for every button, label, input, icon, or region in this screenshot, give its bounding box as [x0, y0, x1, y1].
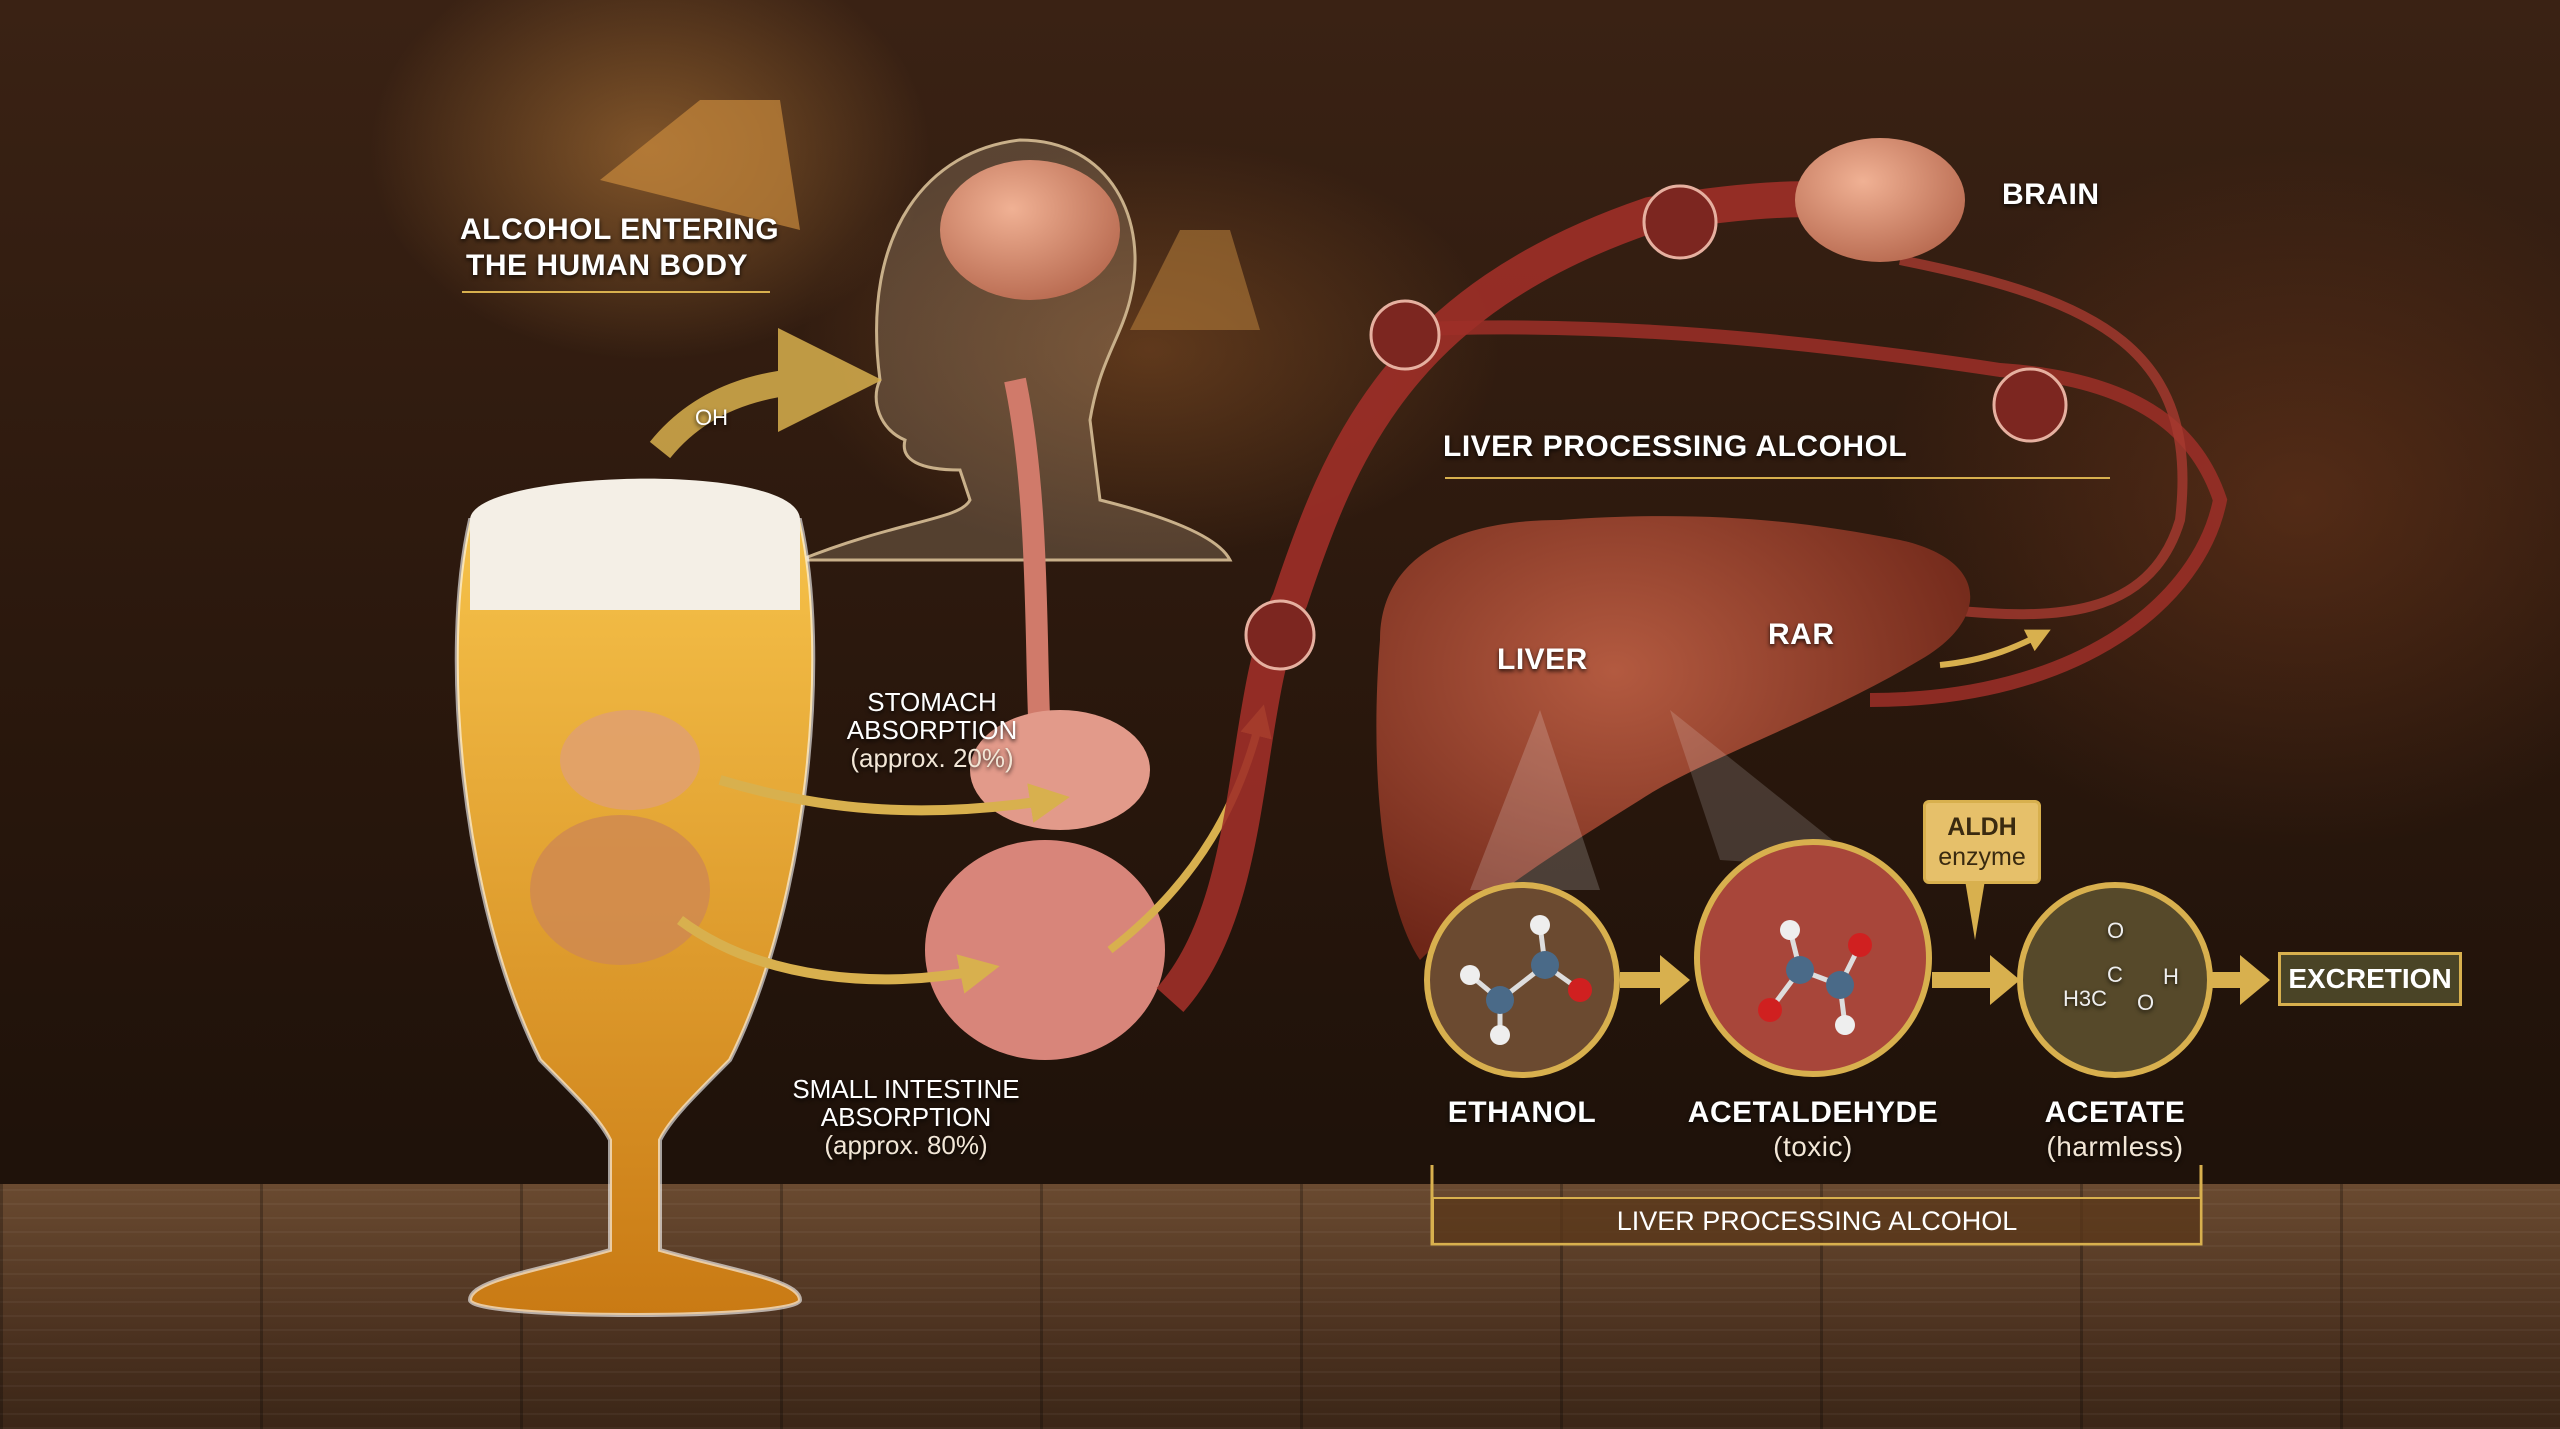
- stage-note: (harmless): [2046, 1131, 2184, 1162]
- arrow-to-mouth: [649, 328, 882, 459]
- arrow-acetaldehyde-to-acetate: [1932, 955, 2020, 1005]
- footer-label: LIVER PROCESSING ALCOHOL: [1432, 1197, 2202, 1245]
- arrow-ethanol-to-acetaldehyde: [1620, 955, 1690, 1005]
- arrow-to-stomach: [718, 775, 1070, 823]
- aldh-line2: enzyme: [1938, 843, 2026, 871]
- lamp-shade: [600, 100, 800, 230]
- liver-organ: [1376, 516, 1971, 960]
- formula-oh-h: H: [2163, 964, 2179, 989]
- vessel-node: [1642, 184, 1718, 260]
- blood-vessel: [1899, 255, 2188, 620]
- stage-acetate: ACETATE (harmless): [2045, 1096, 2186, 1164]
- brain: [1795, 138, 1965, 262]
- zoom-cone: [1470, 710, 1600, 890]
- stage-name: ACETALDEHYDE: [1687, 1096, 1939, 1129]
- aldh-line1: ALDH: [1947, 813, 2017, 841]
- entering-line2: THE HUMAN BODY: [466, 249, 748, 282]
- excretion-box: EXCRETION: [2278, 952, 2462, 1006]
- stage-name: ACETATE: [2044, 1096, 2186, 1129]
- lamp-shade: [1130, 230, 1260, 330]
- throat-esophagus: [1004, 377, 1051, 741]
- formula-c: C: [2107, 962, 2123, 987]
- vessel-node: [1992, 367, 2068, 443]
- formula-oh-o: O: [2137, 990, 2155, 1015]
- ethanol-molecule: [1460, 915, 1592, 1045]
- entering-title: ALCOHOL ENTERING THE HUMAN BODY: [460, 212, 779, 284]
- blood-vessel: [1399, 320, 2228, 707]
- acetaldehyde-circle: [1694, 839, 1932, 1077]
- rar-label: RAR: [1768, 618, 1835, 651]
- brain-label: BRAIN: [2002, 178, 2100, 211]
- stomach-pct: (approx. 20%): [850, 743, 1014, 773]
- glass-intestine: [530, 815, 710, 965]
- aldh-enzyme-callout: ALDH enzyme: [1923, 800, 2041, 884]
- intestine-line2: ABSORPTION: [820, 1102, 992, 1132]
- intestine: [925, 840, 1165, 1060]
- stomach-line2: ABSORPTION: [846, 715, 1018, 745]
- intestine-pct: (approx. 80%): [824, 1130, 988, 1160]
- oh-label: OH: [695, 405, 728, 430]
- liver-arrow: [1939, 629, 2051, 668]
- vessel-node: [1369, 299, 1441, 371]
- zoom-cone: [1670, 710, 1870, 870]
- glass-stomach: [560, 710, 700, 810]
- stage-acetaldehyde: ACETALDEHYDE (toxic): [1688, 1096, 1938, 1164]
- beer-foam: [470, 478, 800, 610]
- aldh-pointer: [1965, 880, 1985, 940]
- head-silhouette: [799, 138, 1233, 562]
- stage-ethanol: ETHANOL: [1448, 1096, 1597, 1130]
- vessel-node: [1244, 599, 1316, 671]
- stage-name: ETHANOL: [1447, 1096, 1597, 1129]
- stage-note: (toxic): [1773, 1131, 1853, 1162]
- liver-header: LIVER PROCESSING ALCOHOL: [1443, 430, 1908, 463]
- formula-o: O: [2107, 918, 2125, 943]
- liver-label: LIVER: [1497, 643, 1588, 676]
- entering-line1: ALCOHOL ENTERING: [460, 213, 780, 246]
- arrow-to-intestine: [677, 915, 1000, 994]
- brain-head: [940, 160, 1120, 300]
- blood-vessel: [1156, 181, 1886, 1013]
- stomach-line1: STOMACH: [867, 687, 997, 717]
- formula-h3c: H3C: [2063, 986, 2108, 1011]
- stomach-absorption-label: STOMACH ABSORPTION (approx. 20%): [847, 688, 1017, 772]
- acetaldehyde-molecule: [1758, 920, 1872, 1035]
- flow-arrows: [1620, 880, 2270, 1005]
- arrow-acetate-to-excretion: [2212, 955, 2270, 1005]
- intestine-absorption-label: SMALL INTESTINE ABSORPTION (approx. 80%): [792, 1075, 1019, 1159]
- intestine-line1: SMALL INTESTINE: [792, 1074, 1020, 1104]
